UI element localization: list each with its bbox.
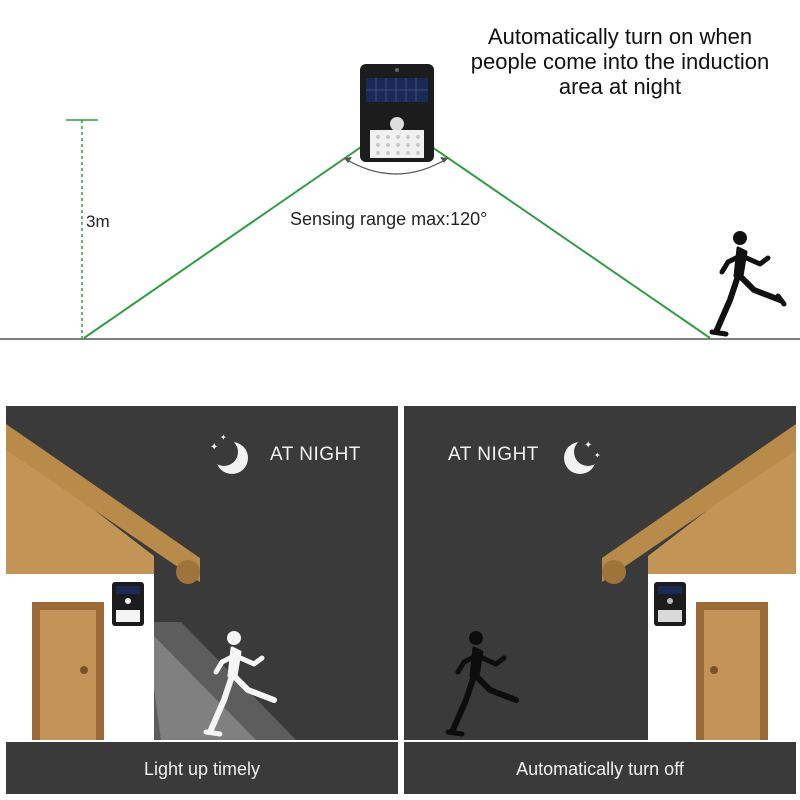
headline-line-3: area at night — [558, 74, 682, 99]
svg-text:✦: ✦ — [210, 442, 218, 453]
sensing-line-left — [83, 124, 394, 339]
headline-line-2: people come into the induction — [470, 49, 770, 74]
moon-icon: ✦ ✦ — [564, 438, 602, 474]
night-label: AT NIGHT — [270, 444, 361, 465]
scene-light-on: ✦ ✦ — [6, 424, 296, 740]
range-label: Sensing range max:120° — [290, 209, 488, 229]
headline-line-1: Automatically turn on when — [487, 24, 753, 49]
angle-arc — [343, 157, 449, 175]
roof-beam — [6, 424, 200, 582]
sensing-diagram — [0, 64, 800, 340]
headline: Automatically turn on when people come i… — [440, 24, 800, 99]
solar-light-device — [360, 64, 434, 162]
running-person-icon — [445, 631, 519, 737]
running-person-icon — [203, 631, 277, 737]
moon-icon: ✦ ✦ — [210, 433, 248, 474]
height-label: 3m — [86, 212, 110, 231]
running-person-icon — [709, 231, 787, 337]
night-label: AT NIGHT — [448, 444, 539, 465]
height-marker — [66, 119, 98, 339]
roof-beam — [602, 424, 796, 582]
svg-text:✦: ✦ — [594, 451, 601, 460]
caption: Light up timely — [6, 740, 398, 794]
scene-light-off: ✦ ✦ — [445, 424, 796, 740]
svg-text:✦: ✦ — [584, 440, 592, 451]
panel-light-off: ✦ ✦ AT NIGHT Automatically turn off — [404, 406, 796, 794]
svg-text:✦: ✦ — [220, 433, 227, 442]
sensing-line-right — [399, 124, 711, 339]
panel-light-on: ✦ ✦ AT NIGHT Light up timely — [6, 406, 398, 794]
caption: Automatically turn off — [404, 740, 796, 794]
